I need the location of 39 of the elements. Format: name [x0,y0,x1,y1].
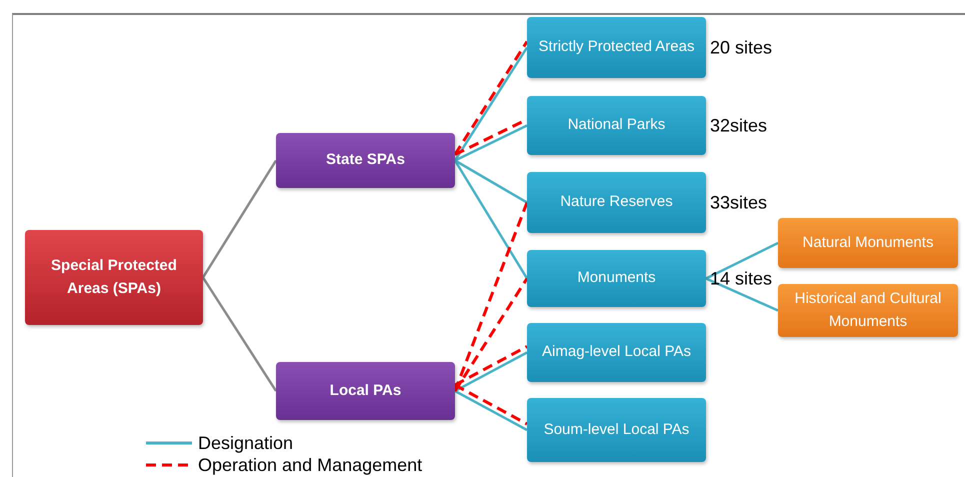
box-label: Monuments [577,268,656,288]
category-box [527,172,706,233]
category-box [778,218,958,268]
connector-line [454,160,528,280]
category-box [527,17,706,78]
site-count: 33sites [710,192,768,213]
connector-line [202,276,278,392]
legend-label: Operation and Management [198,454,422,476]
category-box [25,230,203,325]
connector-line [706,277,778,312]
box-label: National Parks [568,115,666,136]
site-count: 20 sites [710,37,772,58]
box-label: Natural Monuments [802,232,934,253]
category-box [276,362,455,420]
connector-line [454,124,528,162]
connector-line [454,278,528,392]
box-label: State SPAs [326,150,405,170]
box-label: Nature Reserves [560,192,673,212]
box-label: Special Protected Areas (SPAs) [50,256,178,298]
category-box [276,133,455,188]
category-box [778,284,958,337]
category-box [527,96,706,155]
box-label: Historical and Cultural Monuments [794,289,942,332]
category-box [527,398,706,462]
site-count: 32sites [710,115,768,136]
legend-label: Designation [198,432,294,454]
box-label: Local PAs [330,380,402,401]
connector-line [454,345,528,386]
box-label: Strictly Protected Areas [538,37,694,58]
box-label: Aimag-level Local PAs [542,342,691,362]
connector-line [202,160,278,278]
connector-line [454,351,528,392]
connector-line [705,242,779,280]
connector-line [454,159,528,204]
site-count: 14 sites [710,268,772,289]
category-box [527,323,706,382]
box-label: Soum-level Local PAs [544,420,690,440]
category-box [527,250,706,307]
connector-line [454,390,528,432]
